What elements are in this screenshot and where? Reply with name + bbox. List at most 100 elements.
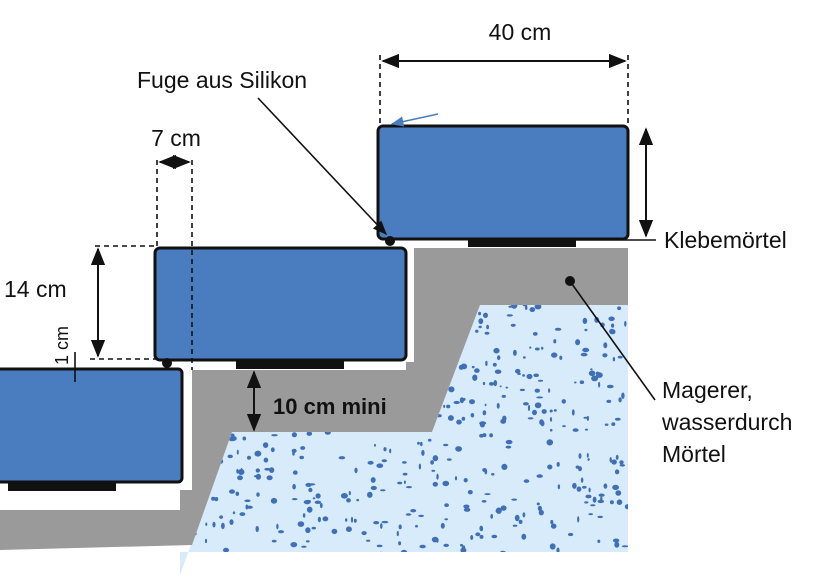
gravel-speck: [479, 421, 487, 425]
gravel-speck: [354, 467, 358, 474]
gravel-speck: [588, 487, 591, 493]
gravel-speck: [527, 404, 531, 412]
gravel-speck: [271, 539, 277, 543]
gravel-speck: [582, 317, 588, 324]
gravel-speck: [205, 522, 208, 526]
gravel-speck: [598, 381, 601, 388]
mortar-bed: [0, 248, 628, 550]
gravel-speck: [305, 499, 312, 503]
gravel-speck: [606, 399, 612, 403]
gravel-speck: [432, 455, 439, 462]
gravel-speck: [244, 499, 251, 503]
gravel-speck: [431, 469, 436, 472]
gravel-speck: [377, 551, 385, 557]
gravel-speck: [443, 543, 450, 548]
gravel-speck: [482, 433, 487, 438]
gravel-speck: [537, 505, 543, 511]
gravel-speck: [398, 541, 402, 546]
gravel-speck: [305, 482, 312, 487]
gravel-speck: [350, 516, 354, 523]
gravel-speck: [583, 416, 589, 419]
gravel-speck: [596, 372, 603, 378]
gravel-speck: [618, 397, 622, 403]
gravel-speck: [446, 404, 451, 409]
gravel-speck: [529, 346, 532, 349]
gravel-speck: [276, 523, 279, 530]
gravel-speck: [549, 417, 553, 422]
gravel-speck: [502, 415, 507, 422]
gravel-speck: [609, 457, 612, 463]
gravel-speck: [572, 428, 579, 432]
gravel-speck: [292, 451, 295, 456]
gravel-speck: [389, 448, 392, 454]
gravel-speck: [597, 539, 601, 543]
gravel-speck: [204, 538, 208, 544]
gravel-speck: [229, 519, 234, 525]
gravel-speck: [611, 323, 615, 328]
gravel-speck: [312, 497, 316, 500]
gravel-speck: [624, 504, 628, 510]
gravel-speck: [270, 497, 278, 504]
gravel-speck: [443, 404, 446, 408]
gravel-speck: [240, 468, 243, 474]
gravel-speck: [496, 402, 500, 409]
gravel-speck: [549, 409, 553, 413]
gravel-speck: [470, 535, 474, 540]
gravel-speck: [463, 478, 468, 483]
gravel-speck: [345, 518, 348, 522]
gravel-speck: [270, 447, 275, 453]
gravel-speck: [444, 503, 449, 508]
gravel-speck: [574, 381, 577, 384]
gravel-speck: [319, 502, 323, 509]
gravel-speck: [582, 347, 590, 353]
gravel-speck: [533, 373, 539, 378]
silicone-joint-top: [385, 236, 395, 246]
gravel-speck: [475, 532, 481, 537]
gravel-speck: [493, 347, 500, 354]
gravel-speck: [266, 475, 273, 481]
gravel-speck: [551, 543, 554, 546]
gravel-speck: [576, 486, 582, 492]
gravel-speck: [482, 381, 486, 386]
gravel-speck: [522, 356, 526, 359]
gravel-speck: [462, 397, 466, 401]
gravel-speck: [478, 318, 484, 325]
gravel-speck: [575, 339, 581, 346]
gravel-speck: [402, 461, 407, 464]
gravel-speck: [405, 486, 413, 489]
gravel-speck: [619, 464, 625, 467]
gravel-speck: [227, 454, 233, 459]
gravel-speck: [585, 494, 592, 499]
gravel-speck: [262, 442, 269, 448]
gravel-speck: [603, 342, 608, 349]
gravel-speck: [534, 388, 540, 393]
gravel-speck: [494, 369, 502, 374]
gravel-speck: [584, 428, 589, 431]
gravel-speck: [536, 474, 543, 478]
gravel-speck: [403, 480, 406, 484]
gravel-speck: [211, 496, 216, 501]
gravel-speck: [418, 514, 424, 518]
gravel-speck: [454, 476, 458, 481]
gravel-speck: [505, 445, 512, 449]
gravel-speck: [588, 370, 596, 377]
gravel-speck: [469, 399, 475, 405]
gravel-speck: [586, 453, 589, 458]
gravel-speck: [383, 447, 387, 452]
gravel-speck: [300, 446, 306, 450]
gravel-speck: [491, 534, 498, 539]
gravel-speck: [513, 349, 517, 356]
gravel-speck: [314, 500, 322, 504]
gravel-speck: [567, 532, 574, 537]
gravel-speck: [366, 539, 371, 542]
gravel-speck: [579, 380, 585, 385]
label-joint: Fuge aus Silikon: [137, 67, 307, 93]
gravel-speck: [619, 460, 624, 465]
gravel-speck: [482, 468, 487, 472]
label-lean-mortar-3: Mörtel: [662, 441, 726, 467]
gravel-speck: [269, 467, 275, 473]
gravel-speck: [510, 323, 516, 327]
gravel-speck: [417, 441, 420, 445]
gravel-speck: [483, 312, 488, 318]
gravel-speck: [301, 545, 307, 548]
